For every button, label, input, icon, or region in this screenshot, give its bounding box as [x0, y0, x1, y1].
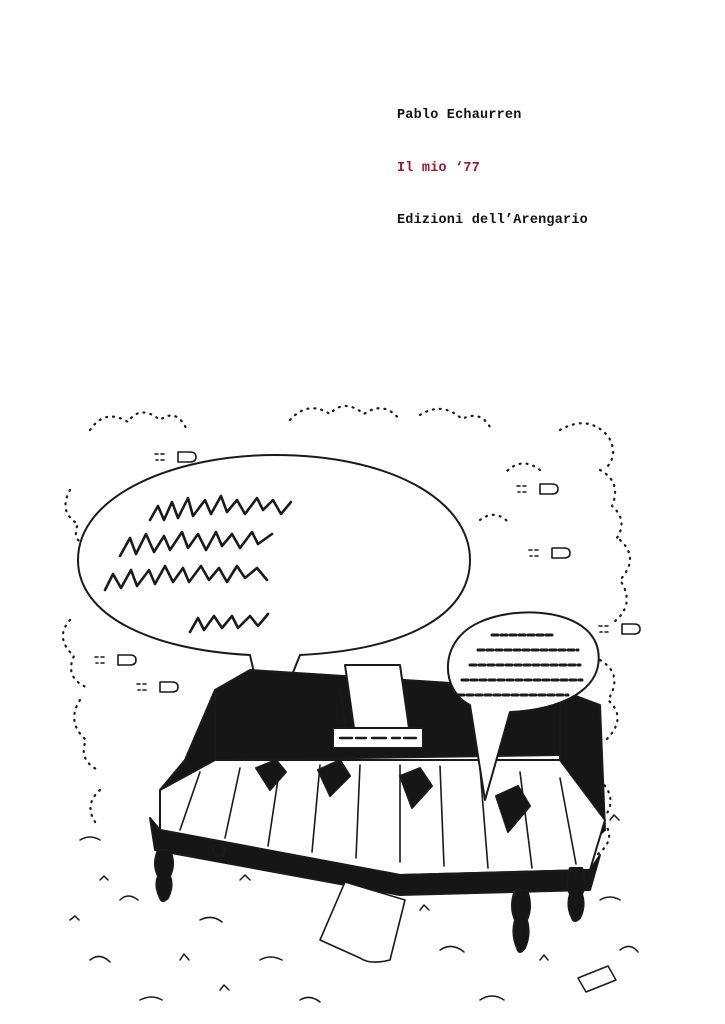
- piano-front-rail: [149, 817, 601, 896]
- black-keys: [255, 759, 531, 833]
- dashed-speech: [456, 633, 584, 697]
- sheet-music: [344, 664, 411, 736]
- fallen-paper: [319, 881, 406, 963]
- ammo-clip: [577, 965, 617, 993]
- rubble-ground: [69, 814, 639, 1003]
- bullets: [93, 451, 641, 693]
- book-title: Il mio ‘77: [397, 161, 481, 176]
- scribbled-speech: [103, 494, 293, 634]
- author-name: Pablo Echaurren: [397, 108, 522, 123]
- publisher-name: Edizioni dell’Arengario: [397, 213, 588, 228]
- piano-legs: [154, 843, 586, 953]
- speech-balloon-left: [77, 454, 471, 736]
- piano-illustration: [61, 404, 641, 1003]
- smoke-clouds: [61, 404, 632, 856]
- speech-balloon-right: [447, 611, 600, 801]
- piano: [149, 664, 606, 953]
